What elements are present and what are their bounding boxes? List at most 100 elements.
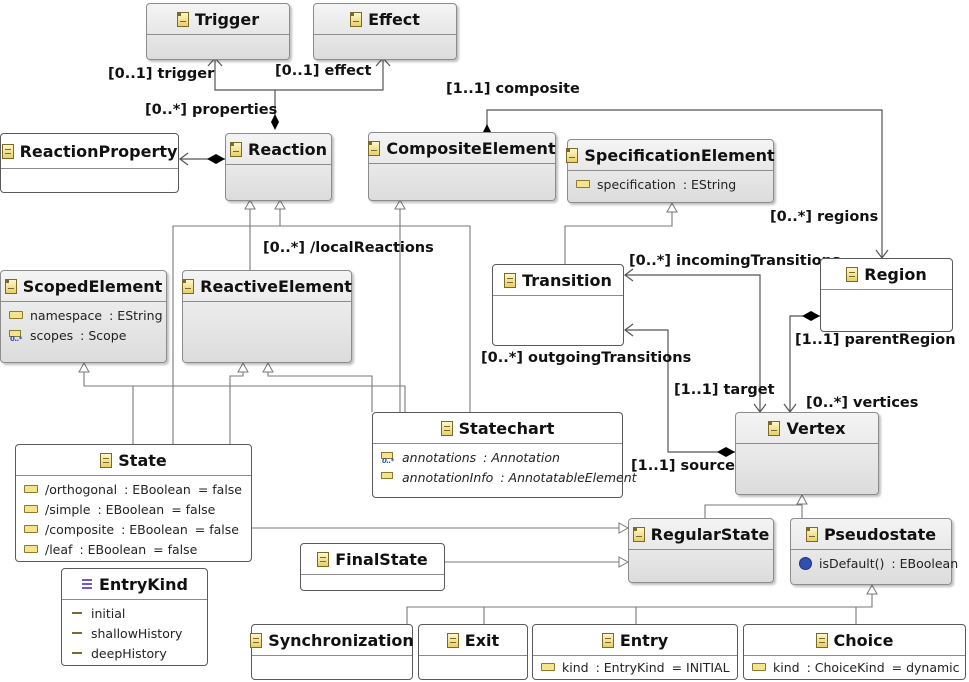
local-reactions-role-label: [0..*] /localReactions (263, 240, 434, 256)
class-icon (1, 143, 14, 159)
literal-initial: initial (70, 603, 207, 623)
reaction-property-class[interactable]: ReactionProperty (0, 133, 179, 193)
attribute-namespace: namespace : EString (9, 305, 166, 325)
attribute-kind: kind : ChoiceKind = dynamic (752, 657, 965, 677)
attribute-icon (24, 545, 38, 553)
enumeration-icon (81, 578, 93, 591)
specification-element-class[interactable]: SpecificationElement specification : ESt… (566, 139, 775, 203)
reference-annotations: 0..* annotations : Annotation (381, 449, 560, 465)
entry-kind-enum[interactable]: EntryKind initial shallowHistory deepHis… (61, 568, 208, 666)
class-name: ScopedElement (22, 276, 163, 296)
class-name: Exit (464, 630, 500, 650)
state-class[interactable]: State /orthogonal : EBoolean = false /si… (15, 444, 252, 562)
attribute-icon (9, 311, 23, 319)
operation-icon (799, 556, 812, 570)
abstract-class-icon (230, 141, 243, 157)
attribute-orthogonal: /orthogonal : EBoolean = false (24, 479, 251, 499)
abstract-class-icon (176, 11, 189, 27)
parent-region-role-label: [1..1] parentRegion (795, 332, 956, 348)
effect-class[interactable]: Effect (313, 3, 457, 60)
incoming-transitions-role-label: [0..*] incomingTransitions (629, 253, 841, 269)
reaction-class[interactable]: Reaction (225, 133, 332, 201)
literal-icon (72, 612, 82, 614)
class-name: ReactiveElement (200, 276, 352, 296)
entry-class[interactable]: Entry kind : EntryKind = INITIAL (532, 624, 738, 680)
reference-many-icon: 0..* (381, 451, 395, 465)
class-name: Trigger (194, 9, 260, 29)
composite-regions-association (486, 109, 883, 258)
operation-is-default: isDefault() : EBoolean (799, 553, 958, 573)
composite-element-class[interactable]: CompositeElement (368, 132, 556, 201)
attribute-icon (24, 485, 38, 493)
outgoing-transitions-role-label: [0..*] outgoingTransitions (481, 350, 692, 366)
pseudostate-class[interactable]: Pseudostate isDefault() : EBoolean (790, 518, 958, 585)
reference-many-icon: 0..* (9, 329, 23, 343)
class-name: Region (864, 264, 927, 284)
final-state-class[interactable]: FinalState (300, 543, 445, 591)
attribute-icon (752, 663, 766, 671)
class-name: Entry (619, 630, 669, 650)
class-name: Transition (522, 270, 612, 290)
effect-role-label: [0..1] effect (275, 63, 372, 79)
class-name: Pseudostate (823, 524, 937, 544)
class-name: RegularState (650, 524, 770, 544)
class-name: Effect (368, 9, 420, 29)
class-name: CompositeElement (386, 138, 556, 158)
reactive-element-class[interactable]: ReactiveElement (182, 270, 352, 363)
abstract-class-icon (768, 420, 781, 436)
attribute-kind: kind : EntryKind = INITIAL (541, 657, 737, 677)
scoped-element-class[interactable]: ScopedElement namespace : EString 0..* s… (0, 270, 167, 363)
abstract-class-icon (368, 140, 381, 156)
class-name: EntryKind (98, 574, 188, 594)
attribute-icon (576, 180, 590, 188)
composite-role-label: [1..1] composite (446, 81, 580, 97)
abstract-class-icon (566, 147, 579, 163)
class-icon (440, 420, 453, 436)
class-icon (846, 266, 859, 282)
class-icon (317, 551, 330, 567)
class-name: SpecificationElement (584, 145, 775, 165)
abstract-class-icon (805, 526, 818, 542)
effect-association (275, 58, 384, 91)
region-class[interactable]: Region (820, 258, 953, 332)
class-name: Reaction (248, 139, 327, 159)
abstract-class-icon (4, 278, 17, 294)
class-name: Vertex (786, 418, 846, 438)
attribute-simple: /simple : EBoolean = false (24, 499, 251, 519)
attribute-composite: /composite : EBoolean = false (24, 519, 251, 539)
class-icon (100, 452, 113, 468)
literal-shallow-history: shallowHistory (70, 623, 207, 643)
properties-role-label: [0..*] properties (145, 102, 278, 118)
literal-deep-history: deepHistory (70, 643, 207, 663)
literal-icon (72, 652, 82, 654)
attribute-icon (24, 505, 38, 513)
exit-class[interactable]: Exit (418, 624, 528, 680)
reference-annotation-info: annotationInfo : AnnotatableElement (381, 467, 637, 487)
abstract-class-icon (182, 278, 195, 294)
attribute-icon (24, 525, 38, 533)
trigger-class[interactable]: Trigger (146, 3, 290, 60)
incoming-transitions-association (625, 274, 761, 412)
attribute-icon (541, 663, 555, 671)
attribute-specification: specification : EString (576, 174, 773, 194)
abstract-class-icon (350, 11, 363, 27)
choice-class[interactable]: Choice kind : ChoiceKind = dynamic (743, 624, 966, 680)
outgoing-transitions-association (625, 329, 735, 453)
class-name: Statechart (458, 418, 555, 438)
vertex-class[interactable]: Vertex (735, 412, 879, 495)
class-name: Synchronization (268, 630, 414, 650)
class-name: FinalState (335, 549, 428, 569)
regular-state-class[interactable]: RegularState (628, 518, 774, 583)
transition-class[interactable]: Transition (492, 264, 624, 346)
class-icon (250, 632, 263, 648)
synchronization-class[interactable]: Synchronization (250, 624, 414, 680)
class-icon (601, 632, 614, 648)
statechart-class[interactable]: Statechart 0..* annotations : Annotation… (372, 412, 637, 498)
trigger-association (214, 58, 276, 122)
class-name: Choice (833, 630, 894, 650)
class-icon (446, 632, 459, 648)
class-icon (504, 272, 517, 288)
vertices-role-label: [0..*] vertices (806, 395, 919, 411)
literal-icon (72, 632, 82, 634)
